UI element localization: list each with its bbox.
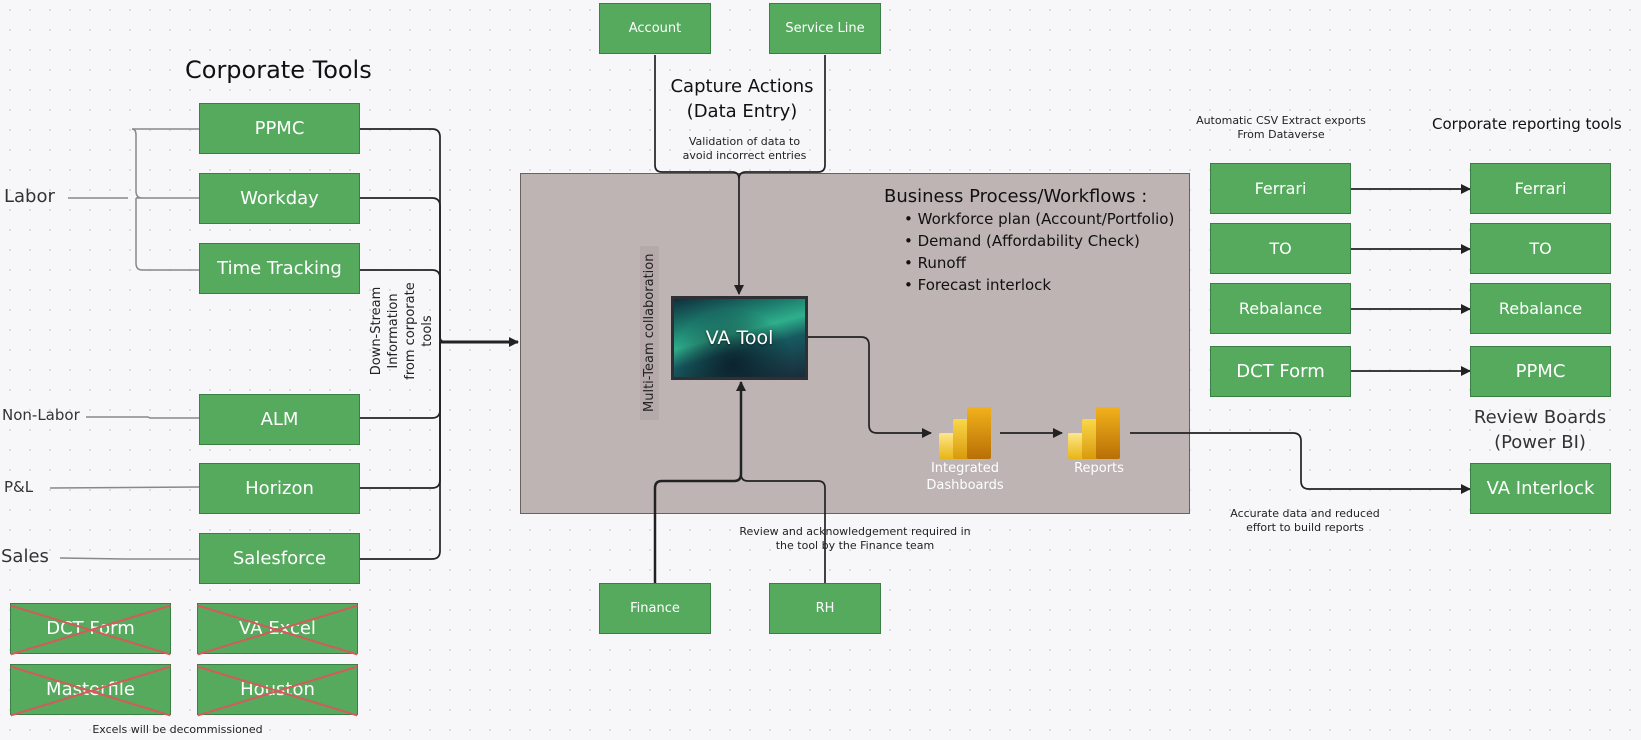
review-boards-line1: Review Boards (1473, 407, 1607, 428)
finance-box[interactable]: Finance (599, 583, 711, 634)
validation-note-line2: avoid incorrect entries (682, 149, 807, 162)
accuracy-note-line1: Accurate data and reduced (1230, 507, 1380, 520)
va-interlock-box[interactable]: VA Interlock (1470, 463, 1611, 514)
va-tool-label: VA Tool (705, 327, 774, 349)
validation-note: Validation of data to avoid incorrect en… (672, 135, 817, 163)
non-labor-label: Non-Labor (2, 406, 80, 424)
reports-label: Reports (1074, 461, 1124, 476)
tool-box-workday[interactable]: Workday (199, 173, 360, 224)
decommissioned-note: Excels will be decommissioned (92, 723, 263, 736)
pl-line (49, 486, 200, 489)
corporate-tools-title: Corporate Tools (185, 56, 372, 84)
accuracy-note-line2: effort to build reports (1246, 521, 1364, 534)
decommissioned-houston[interactable]: Houston (197, 664, 358, 715)
export-box-ferrari[interactable]: Ferrari (1210, 163, 1351, 214)
sales-label: Sales (1, 546, 49, 567)
downstream-note: Down-Stream Information from corporate t… (369, 282, 435, 380)
tool-box-time-tracking[interactable]: Time Tracking (199, 243, 360, 294)
capture-title-line1: Capture Actions (670, 76, 814, 97)
rh-box[interactable]: RH (769, 583, 881, 634)
dashboards-label-line1: Integrated (930, 461, 1000, 476)
csv-export-note: Automatic CSV Extract exports From Datav… (1191, 114, 1371, 142)
workflow-item: Workforce plan (Account/Portfolio) (914, 208, 1175, 230)
review-boards-label: Review Boards (Power BI) (1460, 405, 1620, 455)
reporting-title: Corporate reporting tools (1432, 115, 1622, 133)
tool-box-ppmc[interactable]: PPMC (199, 103, 360, 154)
review-note-line2: the tool by the Finance team (775, 539, 935, 552)
report-box-rebalance[interactable]: Rebalance (1470, 283, 1611, 334)
powerbi-dashboards-icon (939, 407, 991, 459)
accuracy-note: Accurate data and reduced effort to buil… (1225, 507, 1385, 535)
decommissioned-dct-form[interactable]: DCT Form (10, 603, 171, 654)
review-note: Review and acknowledgement required in t… (730, 525, 980, 553)
dashboards-label: Integrated Dashboards (910, 460, 1020, 494)
workflow-item: Runoff (914, 252, 1174, 274)
capture-title-line2: (Data Entry) (686, 101, 798, 122)
dashboards-label-line2: Dashboards (926, 478, 1004, 493)
capture-actions-title: Capture Actions (Data Entry) (652, 74, 832, 124)
workflow-item: Demand (Affordability Check) (914, 230, 1174, 252)
decommissioned-masterfile[interactable]: Masterfile (10, 664, 171, 715)
powerbi-reports-icon (1068, 407, 1120, 459)
export-box-rebalance[interactable]: Rebalance (1210, 283, 1351, 334)
labor-label: Labor (4, 186, 55, 207)
review-note-line1: Review and acknowledgement required in (739, 525, 971, 538)
sales-line (59, 557, 199, 560)
report-box-ppmc[interactable]: PPMC (1470, 346, 1611, 397)
va-tool-box[interactable]: VA Tool (671, 296, 808, 380)
csv-export-note-line1: Automatic CSV Extract exports (1196, 114, 1366, 127)
workflow-item: Forecast interlock (914, 274, 1174, 296)
service-line-box[interactable]: Service Line (769, 3, 881, 54)
export-box-to[interactable]: TO (1210, 223, 1351, 274)
decommissioned-va-excel[interactable]: VA Excel (197, 603, 358, 654)
csv-export-note-line2: From Dataverse (1237, 128, 1325, 141)
multi-team-label: Multi-Team collaboration (640, 245, 659, 420)
account-box[interactable]: Account (599, 3, 711, 54)
workflow-list: Workforce plan (Account/Portfolio) Deman… (898, 208, 1175, 296)
validation-note-line1: Validation of data to (688, 135, 801, 148)
tool-box-alm[interactable]: ALM (199, 394, 360, 445)
report-box-ferrari[interactable]: Ferrari (1470, 163, 1611, 214)
report-box-to[interactable]: TO (1470, 223, 1611, 274)
export-box-dct-form[interactable]: DCT Form (1210, 346, 1351, 397)
labor-brace (68, 128, 199, 271)
tool-box-horizon[interactable]: Horizon (199, 463, 360, 514)
non-labor-line (86, 416, 199, 419)
tool-box-salesforce[interactable]: Salesforce (199, 533, 360, 584)
process-title: Business Process/Workflows : (884, 186, 1148, 207)
review-boards-line2: (Power BI) (1494, 432, 1586, 453)
pl-label: P&L (4, 478, 34, 496)
